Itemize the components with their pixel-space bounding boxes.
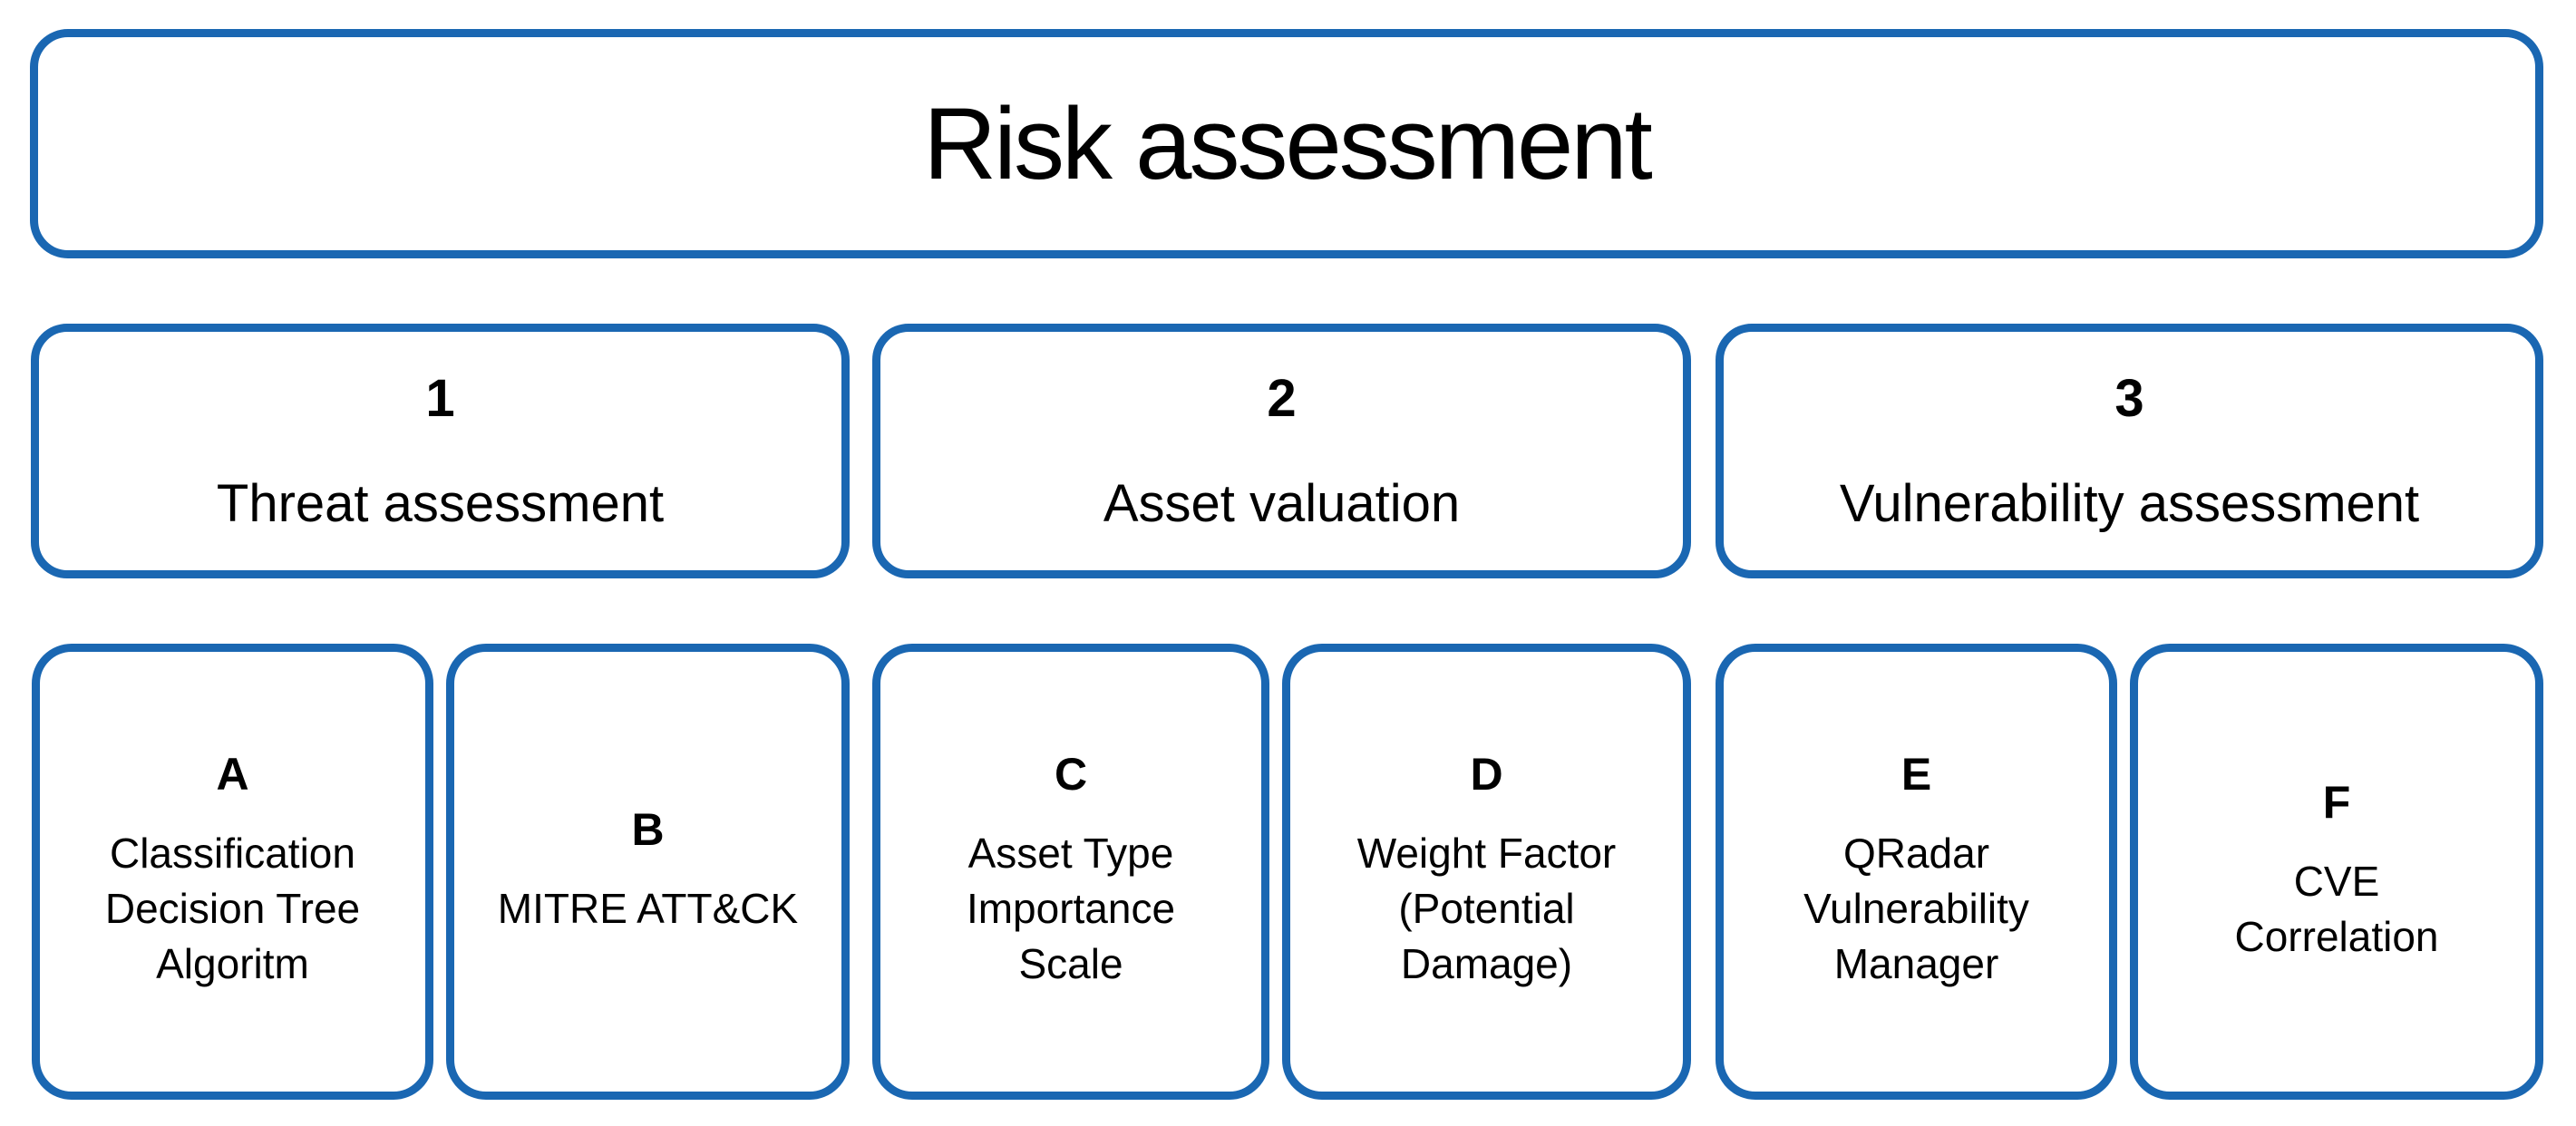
stage-box-threat-assessment: 1 Threat assessment (31, 324, 850, 578)
component-letter: E (1900, 749, 1932, 801)
stage-label: Vulnerability assessment (1839, 473, 2420, 533)
component-letter: F (2322, 776, 2351, 828)
component-letter: A (216, 749, 249, 801)
stage-label: Threat assessment (216, 473, 665, 533)
stage-label: Asset valuation (1103, 473, 1461, 533)
component-box-mitre-attack: B MITRE ATT&CK (446, 644, 850, 1100)
stage-box-asset-valuation: 2 Asset valuation (872, 324, 1691, 578)
risk-assessment-box: Risk assessment (30, 29, 2543, 258)
component-letter: D (1470, 749, 1503, 801)
stage-number: 1 (425, 368, 455, 428)
diagram-title: Risk assessment (923, 87, 1652, 200)
component-label: MITRE ATT&CK (497, 885, 799, 933)
stage-number: 2 (1267, 368, 1297, 428)
component-letter: C (1054, 749, 1088, 801)
stage-number: 3 (2114, 368, 2144, 428)
component-letter: B (631, 804, 665, 856)
stage-box-vulnerability-assessment: 3 Vulnerability assessment (1716, 324, 2543, 578)
